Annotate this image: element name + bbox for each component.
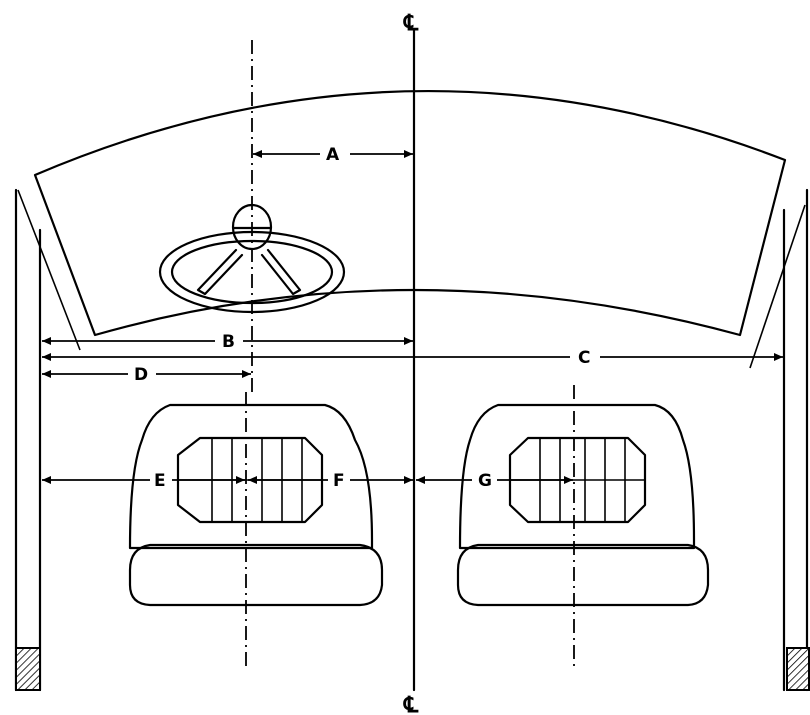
dimension-d-label: D [134, 365, 148, 385]
driver-seat [128, 403, 384, 607]
dimension-b: B [42, 332, 413, 352]
dimension-e-label: E [154, 471, 166, 491]
dimension-g: G [416, 471, 573, 491]
left-body-side [14, 188, 81, 692]
centerline-top-symbol: ℄ [403, 10, 419, 36]
dimension-a-label: A [326, 145, 340, 165]
dimension-e: E [42, 471, 245, 491]
right-body-side [749, 188, 810, 692]
dimension-f-label: F [333, 471, 345, 491]
centerline-bottom-symbol: ℄ [403, 692, 419, 715]
dimension-g-label: G [478, 471, 492, 491]
dimension-f: F [248, 471, 413, 491]
dimension-a: A [253, 145, 413, 165]
dimension-d: D [42, 365, 251, 385]
passenger-seat [456, 403, 710, 607]
dimension-b-label: B [222, 332, 235, 352]
dimension-c-label: C [578, 348, 590, 368]
dimension-c: C [42, 348, 783, 368]
windshield [33, 89, 787, 337]
